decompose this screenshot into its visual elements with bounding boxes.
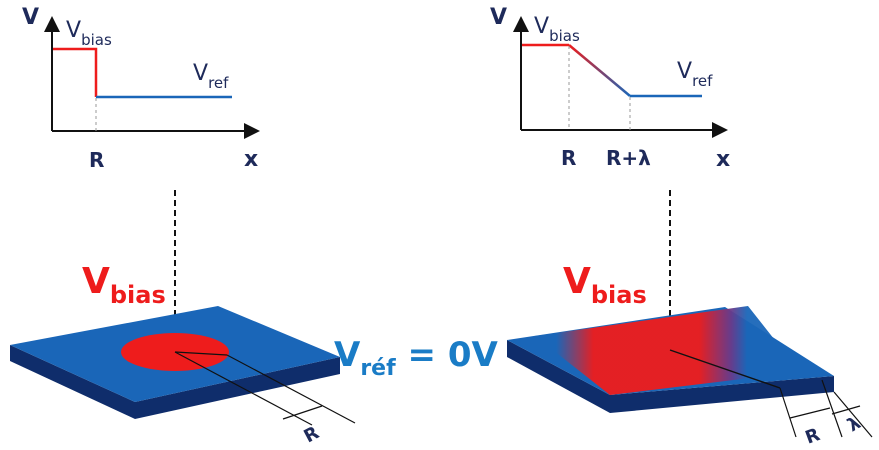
left-plate-vbias-label: Vbias	[82, 261, 166, 309]
left-graph-x-label: x	[244, 147, 258, 172]
left-plate-r-dimension: R	[300, 422, 322, 447]
right-plate-dim-line-a	[779, 387, 797, 438]
left-graph-bias-segment	[53, 47, 98, 97]
right-plate-dim-line-b	[821, 379, 843, 438]
left-plate: R Vbias	[10, 190, 356, 447]
right-graph-slope-segment	[568, 44, 631, 97]
left-plate-front-face	[10, 345, 135, 419]
right-plate-front-face	[507, 340, 610, 413]
right-plate-center-line	[669, 349, 781, 389]
right-graph-vbias-label: Vbias	[534, 14, 580, 45]
left-plate-dim-line-a	[174, 351, 313, 426]
left-graph-vref-label: Vref	[193, 61, 229, 92]
right-plate-r-dimension: R	[803, 424, 823, 449]
right-graph-r-tick: R	[561, 146, 576, 170]
right-graph-vref-label: Vref	[677, 59, 713, 90]
right-plate-dim-line-c	[833, 391, 873, 438]
right-graph-x-label: x	[716, 147, 730, 172]
right-plate: R λ Vbias	[507, 190, 873, 449]
right-plate-dim-arrow-lambda	[831, 405, 861, 415]
right-plate-dim-arrow-r	[789, 407, 831, 419]
left-plate-right-face	[135, 357, 340, 419]
right-graph-y-label: V	[490, 5, 507, 30]
left-potential-graph: V x Vbias Vref R	[22, 5, 260, 172]
right-potential-graph: V x Vbias Vref R R+λ	[490, 5, 730, 172]
left-graph-r-tick: R	[89, 148, 104, 172]
left-plate-dim-arrow	[282, 405, 323, 420]
right-graph-r-lambda-tick: R+λ	[606, 146, 651, 170]
right-plate-right-face	[610, 376, 834, 413]
vref-equals-zero-label: Vréf = 0V	[334, 335, 498, 381]
left-plate-radius-line	[174, 351, 228, 356]
left-plate-dim-line-b	[226, 354, 356, 424]
right-plate-vbias-label: Vbias	[563, 261, 647, 309]
left-graph-vbias-label: Vbias	[66, 18, 112, 49]
left-graph-y-label: V	[22, 5, 39, 30]
